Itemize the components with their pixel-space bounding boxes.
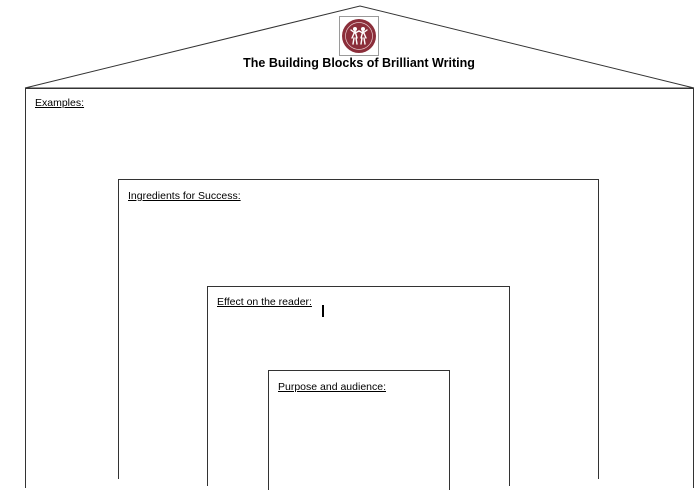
examples-heading[interactable]: Examples: <box>35 97 85 109</box>
purpose-heading[interactable]: Purpose and audience: <box>278 381 386 393</box>
ingredients-box <box>118 179 599 479</box>
examples-box <box>25 88 694 488</box>
ingredients-heading[interactable]: Ingredients for Success: <box>128 190 241 202</box>
effect-heading[interactable]: Effect on the reader: <box>217 296 312 308</box>
effect-box <box>207 286 510 486</box>
page-title: The Building Blocks of Brilliant Writing <box>243 56 475 70</box>
text-cursor <box>322 305 324 317</box>
school-crest-icon <box>339 16 379 56</box>
purpose-box <box>268 370 450 490</box>
